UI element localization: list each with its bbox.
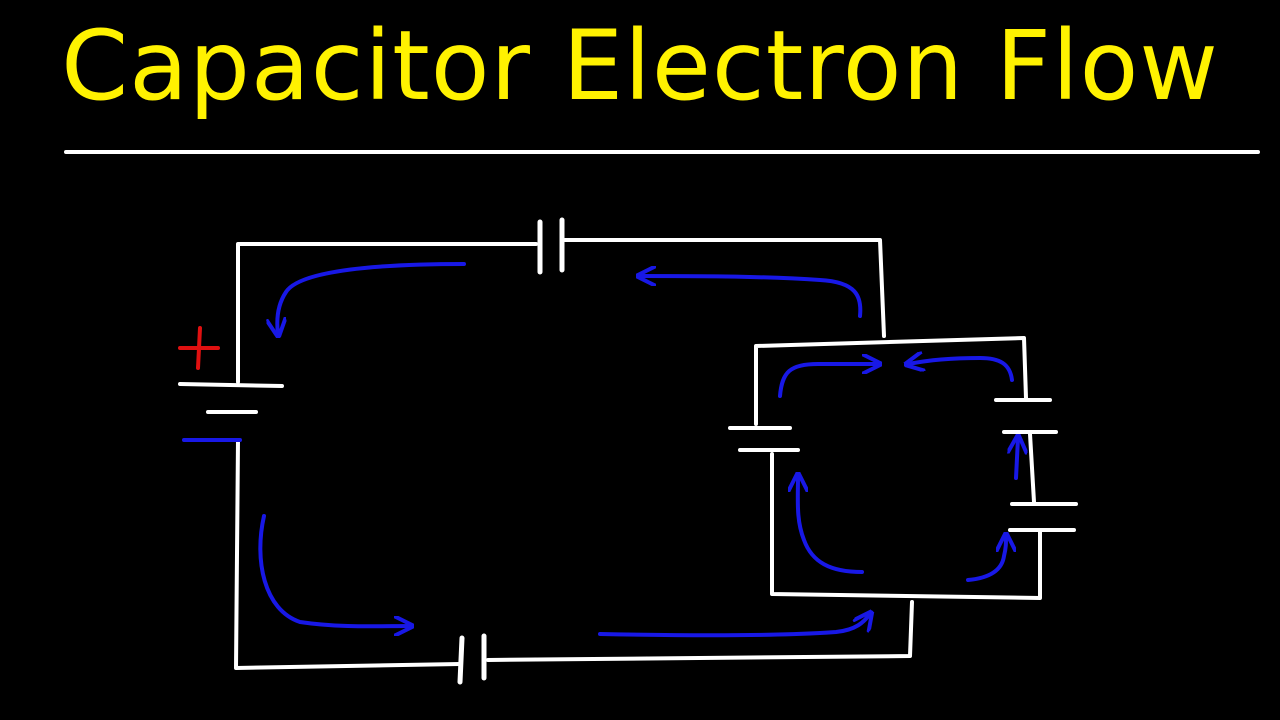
page-title: Capacitor Electron Flow [61, 10, 1219, 122]
flow-arrow-inner-top-left [778, 364, 878, 398]
flow-arrow-left-down [258, 514, 410, 626]
parallel-section-wires [754, 336, 1042, 600]
battery [178, 382, 284, 414]
wire-parallel-left [770, 452, 1042, 600]
wire-bottom-right [486, 600, 914, 662]
flow-arrow-top-right [640, 276, 863, 318]
wire-top-left [236, 242, 538, 384]
right-parallel-capacitor-upper [994, 398, 1058, 434]
top-capacitor [537, 217, 565, 275]
flow-arrow-inner-top-right [908, 358, 1014, 382]
flow-arrow-bottom-right [598, 614, 870, 638]
bottom-capacitor [457, 633, 487, 685]
right-parallel-capacitor-lower [1008, 502, 1078, 532]
flow-arrow-right-up-short [1016, 438, 1018, 480]
wire-left-lower [234, 438, 462, 670]
left-parallel-capacitor [728, 426, 800, 452]
battery-long-plate [178, 382, 284, 388]
flow-arrow-top-left [277, 262, 466, 334]
flow-arrow-inner-left-up [798, 476, 864, 574]
flow-arrow-inner-right-up [966, 536, 1006, 582]
plus-icon [178, 326, 220, 370]
wire-parallel-top [754, 336, 1028, 426]
electron-flow-arrows [258, 262, 1018, 638]
outer-loop-wires [234, 238, 914, 670]
wire-parallel-right-mid [1028, 432, 1036, 504]
title-underline [64, 150, 1260, 154]
wire-top-right [563, 238, 886, 338]
